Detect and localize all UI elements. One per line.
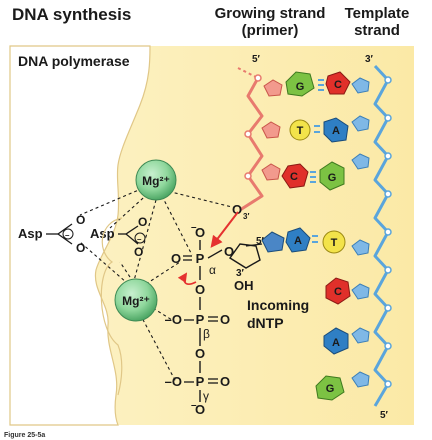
template-strand-subheading: strand — [354, 22, 400, 39]
svg-text:O: O — [220, 374, 230, 389]
svg-text:O: O — [195, 225, 205, 240]
base-pair-1: G C — [285, 71, 351, 97]
growing-sugars — [261, 79, 283, 181]
label-template-5prime: 5′ — [380, 410, 389, 421]
asp-left-label: Asp — [18, 226, 43, 241]
base-template-1: C — [334, 79, 342, 91]
base-template-4: T — [331, 237, 338, 249]
svg-text:O: O — [76, 241, 85, 255]
label-oh: OH — [234, 278, 254, 293]
mg-bottom-label: Mg²⁺ — [122, 294, 150, 308]
svg-text:–O: –O — [165, 374, 182, 389]
base-template-7: G — [326, 383, 335, 395]
nucleophilic-attack-arrow — [210, 211, 239, 248]
base-growing-3: C — [290, 171, 298, 183]
base-template-5: C — [334, 286, 342, 298]
incoming-dntp-label-2: dNTP — [247, 315, 284, 331]
label-incoming-3prime: 3′ — [236, 268, 245, 279]
svg-text:–: – — [137, 235, 142, 244]
asp-right-group: Asp O O – — [90, 215, 147, 259]
svg-text:O: O — [195, 346, 205, 361]
gamma-label: γ — [203, 389, 209, 403]
base-template-2: A — [332, 125, 340, 137]
svg-text:O: O — [195, 282, 205, 297]
figure-caption: Figure 25-5a — [4, 432, 45, 439]
svg-text:P: P — [196, 312, 205, 327]
svg-text:O: O — [76, 213, 85, 227]
base-template-row-6: A — [323, 327, 349, 355]
enzyme-label: DNA polymerase — [18, 53, 130, 69]
mg-ion-bottom: Mg²⁺ — [114, 278, 158, 322]
enzyme-surface — [9, 45, 151, 426]
growing-strand-subheading: (primer) — [242, 22, 299, 39]
base-growing-1: G — [296, 81, 305, 93]
label-o3prime-sub: 3′ — [243, 212, 249, 221]
growing-backbone — [239, 77, 264, 212]
svg-text:O: O — [134, 245, 143, 259]
svg-text:O: O — [138, 215, 147, 229]
leaving-group-arrow — [177, 272, 197, 285]
label-growing-5prime: 5′ — [252, 54, 261, 65]
label-template-3prime: 3′ — [365, 54, 374, 65]
base-pair-2: T A — [289, 117, 349, 143]
template-sugars — [351, 77, 370, 388]
svg-text:O: O — [195, 402, 205, 417]
beta-label: β — [203, 327, 210, 341]
svg-text:O: O — [224, 244, 234, 259]
label-o3prime: O — [232, 202, 242, 217]
svg-text:P: P — [196, 251, 205, 266]
page-title: DNA synthesis — [12, 5, 131, 24]
template-phosphates — [384, 76, 392, 388]
incoming-dntp-label-1: Incoming — [247, 297, 309, 313]
enzyme-pocket — [100, 217, 123, 396]
svg-text:–: – — [65, 231, 70, 240]
asp-right-label: Asp — [90, 226, 115, 241]
triphosphate: O – O P O α O –O P O β O –O P O γ O – — [165, 222, 234, 417]
base-template-row-5: C — [325, 277, 351, 305]
svg-text:–: – — [191, 222, 197, 233]
base-template-row-7: G — [315, 375, 345, 401]
svg-text:P: P — [196, 374, 205, 389]
incoming-dntp: A T — [228, 227, 346, 269]
growing-strand-heading: Growing strand — [215, 5, 326, 22]
base-template-6: A — [332, 337, 340, 349]
growing-phosphates — [244, 74, 262, 180]
base-growing-2: T — [297, 125, 304, 137]
template-strand-heading: Template — [345, 5, 410, 22]
svg-text:–: – — [191, 400, 197, 411]
svg-text:–O: –O — [165, 312, 182, 327]
label-incoming-5prime: 5′ — [256, 236, 265, 247]
svg-text:O: O — [220, 312, 230, 327]
svg-text:O: O — [171, 251, 181, 266]
asp-left-group: Asp O O – — [18, 213, 85, 255]
mg-ion-top: Mg²⁺ — [135, 159, 177, 201]
base-template-3: G — [328, 172, 337, 184]
alpha-label: α — [209, 263, 216, 277]
base-pair-3: C G — [281, 161, 345, 191]
mg-top-label: Mg²⁺ — [142, 174, 170, 188]
base-growing-4: A — [294, 235, 302, 247]
